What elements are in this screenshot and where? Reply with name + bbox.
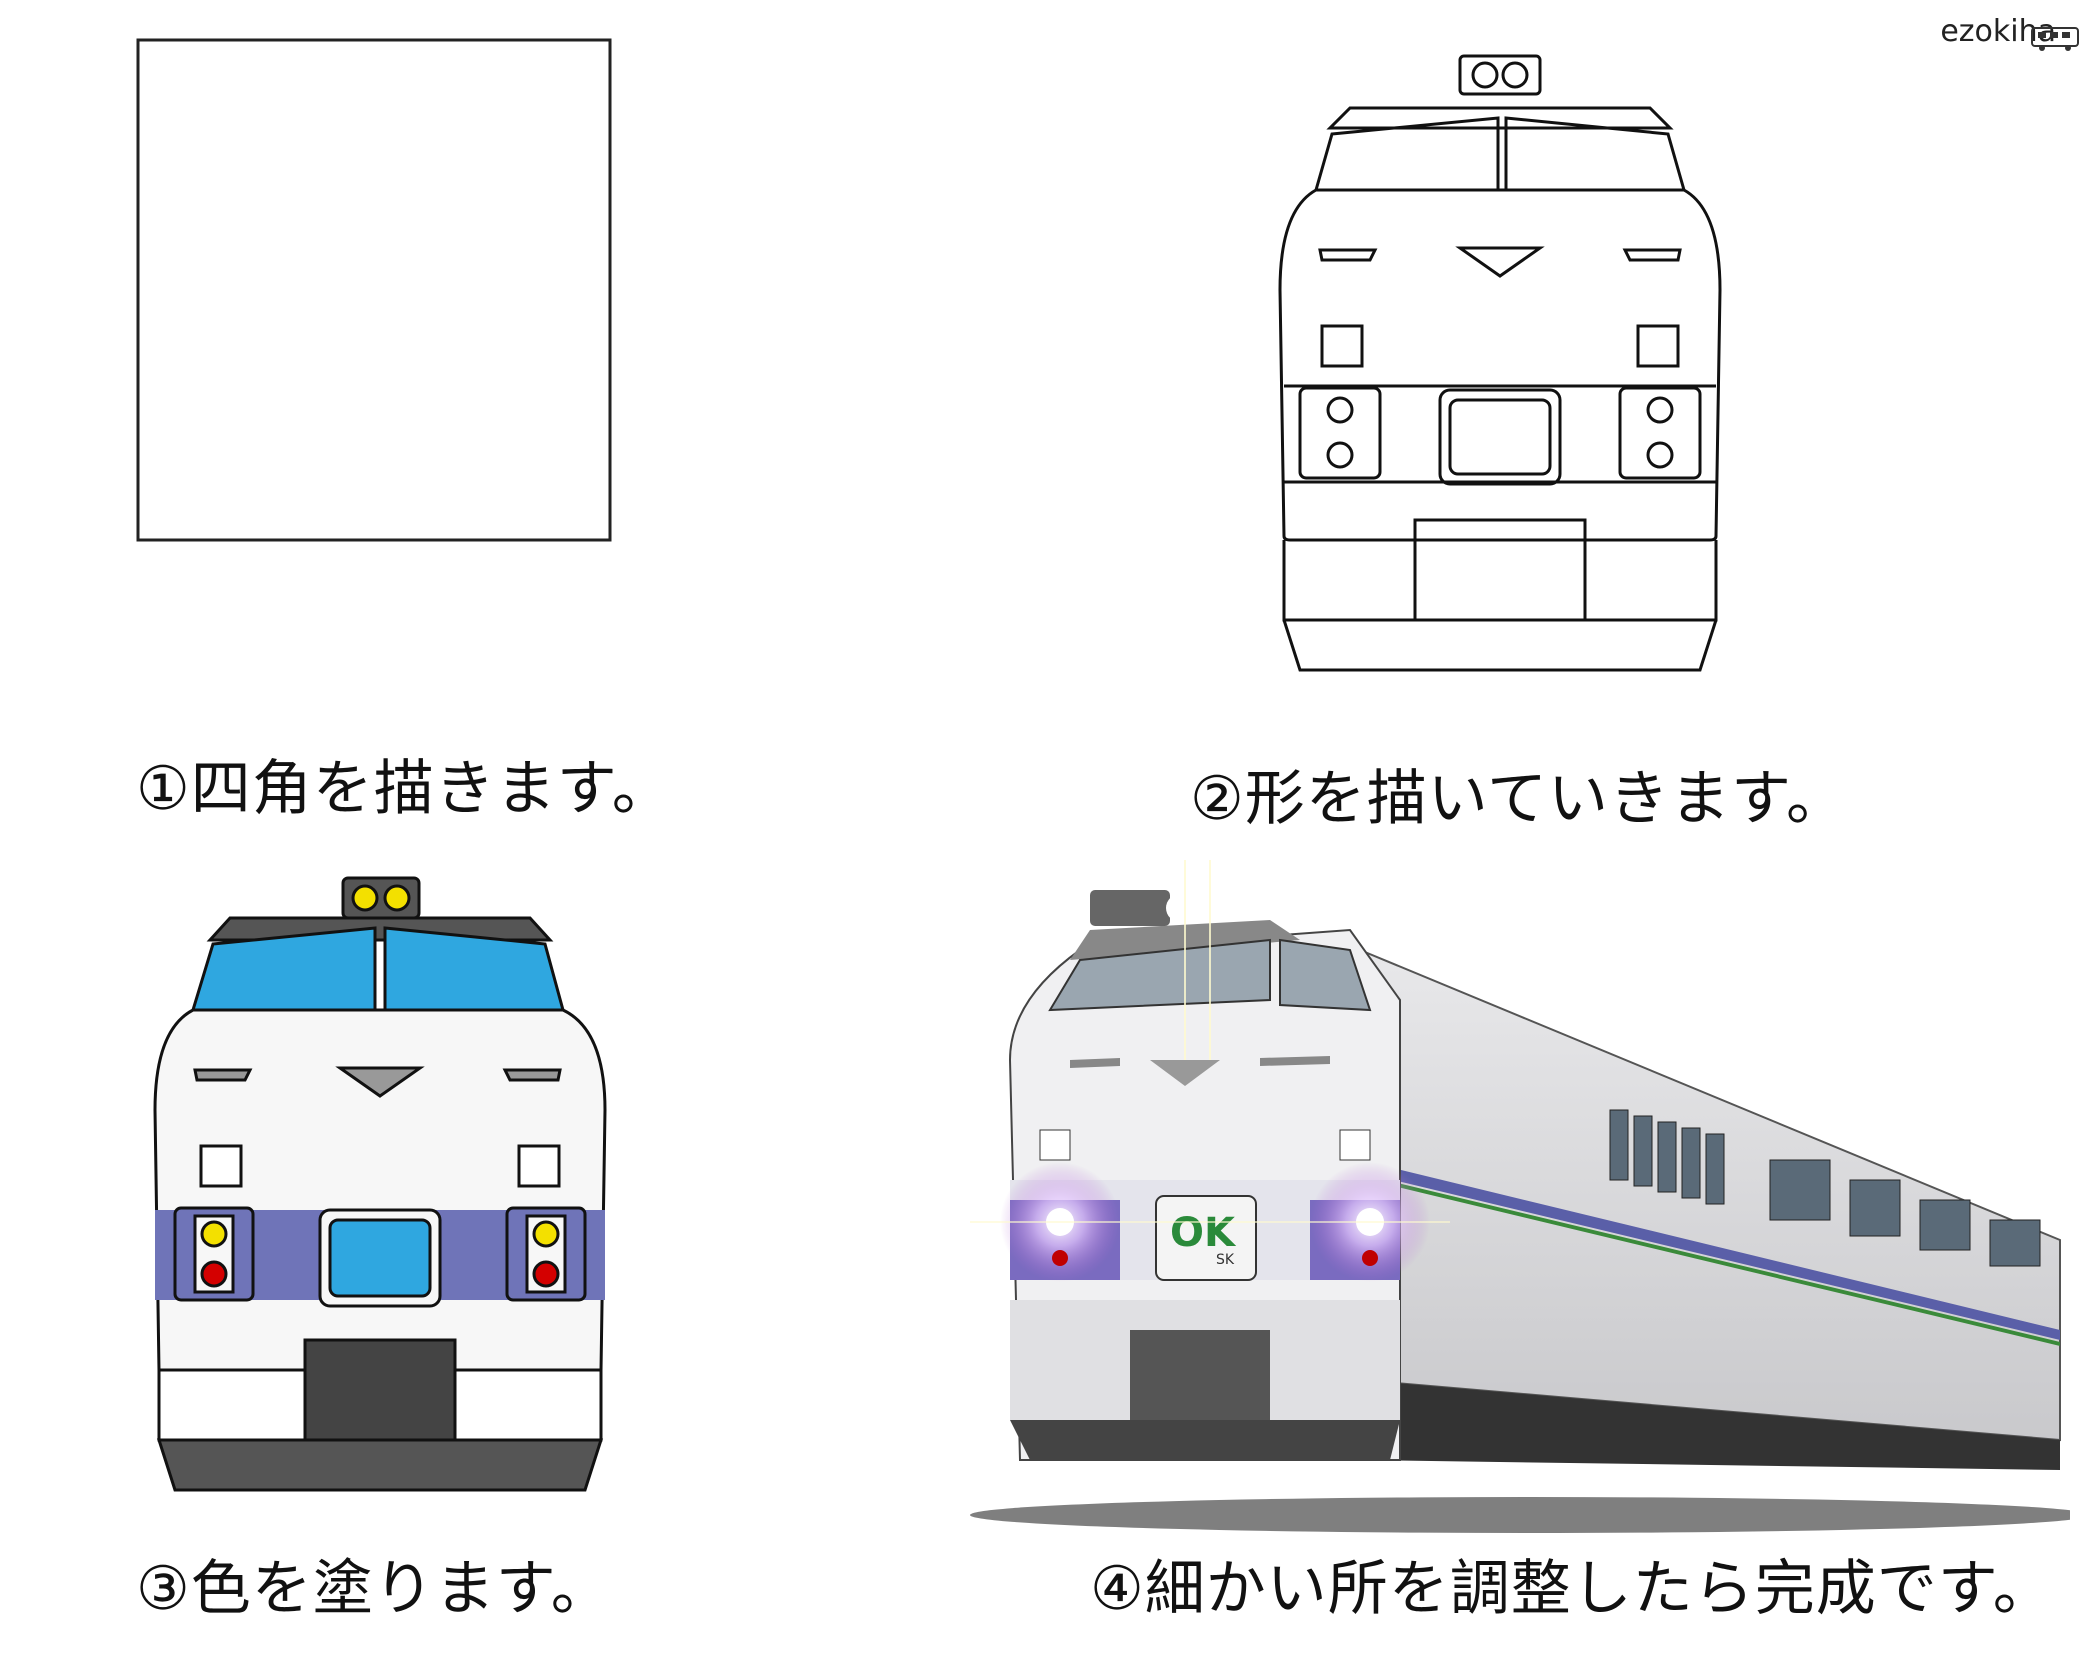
step4-finished-train: OK SK xyxy=(970,860,2070,1540)
step2-line-drawing xyxy=(1270,50,1730,680)
step3-colored-drawing xyxy=(145,870,615,1510)
headboard-logo: OK xyxy=(1170,1210,1237,1256)
step1-caption: ①四角を描きます。 xyxy=(136,754,673,824)
step3-caption: ③色を塗ります。 xyxy=(136,1554,612,1624)
step2-caption: ②形を描いていきます。 xyxy=(1190,764,1847,834)
brand-name: ezokiha xyxy=(1940,14,2056,49)
step1-square xyxy=(136,38,612,542)
step4-caption: ④細かい所を調整したら完成です。 xyxy=(1090,1554,2054,1624)
headboard-text: SK xyxy=(1216,1252,1235,1268)
train-icon xyxy=(2028,22,2084,52)
